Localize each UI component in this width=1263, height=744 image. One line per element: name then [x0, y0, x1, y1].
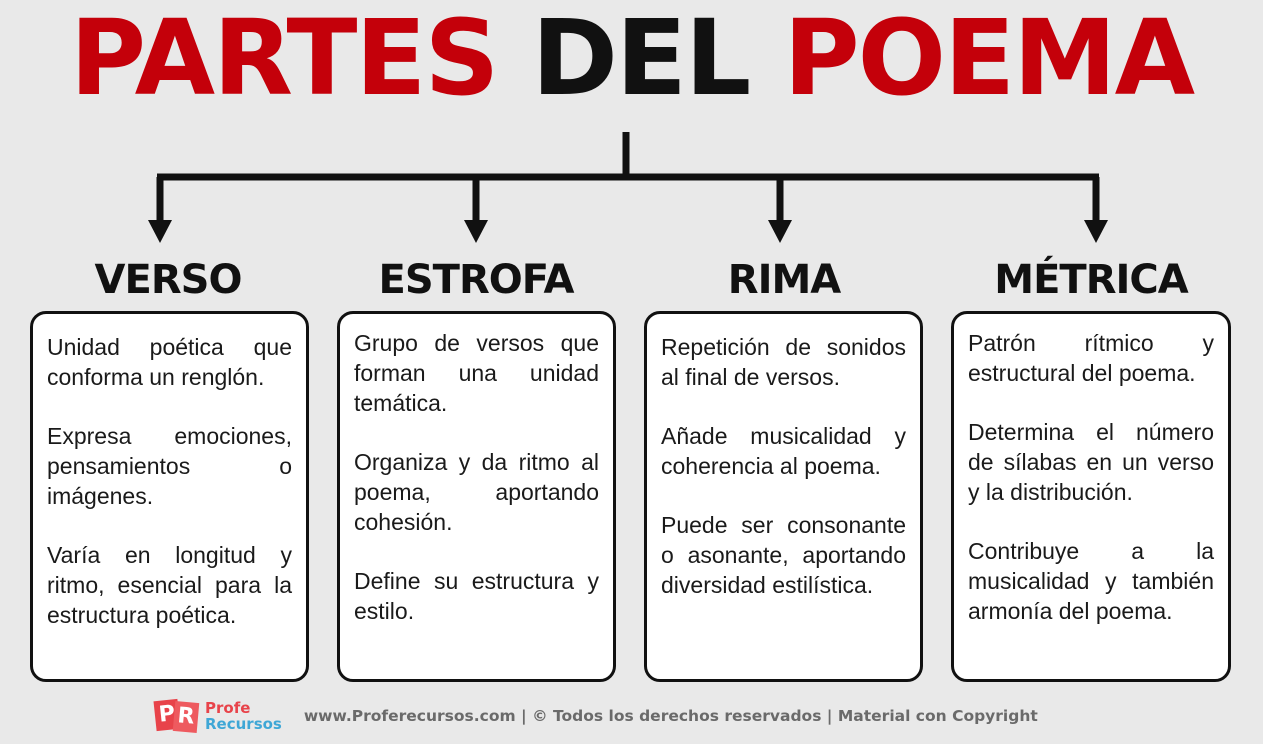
card-metrica-paragraph-3: Contribuye a la musicalidad y también ar…: [968, 538, 1214, 624]
card-verso: Unidad poética que conforma un renglón. …: [30, 311, 309, 682]
arrow-rima: [768, 177, 792, 243]
heading-metrica: MÉTRICA: [994, 257, 1188, 303]
footer: P R Profe Recursos www.Proferecursos.com…: [153, 695, 1038, 737]
card-estrofa-paragraph-2: Organiza y da ritmo al poema, aportando …: [354, 449, 599, 535]
connector-tree: [148, 132, 1108, 243]
page-title: PARTES DEL POEMA: [0, 6, 1263, 110]
heading-rima: RIMA: [727, 257, 841, 303]
heading-verso: VERSO: [94, 257, 243, 303]
logo-wordmark: Profe Recursos: [205, 700, 282, 732]
footer-copyright-text: www.Proferecursos.com | © Todos los dere…: [303, 707, 1038, 725]
card-verso-paragraph-1: Unidad poética que conforma un renglón.: [47, 334, 292, 390]
logo-wordmark-profe: Profe: [205, 699, 251, 717]
card-metrica-paragraph-1: Patrón rítmico y estructural del poema.: [968, 330, 1214, 386]
card-estrofa-paragraph-3: Define su estructura y estilo.: [354, 568, 599, 624]
logo-letter-r: R: [172, 701, 200, 733]
card-rima-paragraph-1: Repetición de sonidos al final de versos…: [661, 334, 906, 390]
heading-estrofa: ESTROFA: [378, 257, 575, 303]
title-word-partes: PARTES: [69, 0, 499, 119]
card-estrofa-paragraph-1: Grupo de versos que forman una unidad te…: [354, 330, 599, 416]
card-verso-paragraph-3: Varía en longitud y ritmo, esencial para…: [47, 542, 292, 628]
title-word-poema: POEMA: [783, 0, 1195, 119]
card-rima-paragraph-2: Añade musicalidad y coherencia al poema.: [661, 423, 906, 479]
title-word-del: DEL: [531, 0, 752, 119]
card-metrica: Patrón rítmico y estructural del poema. …: [951, 311, 1231, 682]
card-rima: Repetición de sonidos al final de versos…: [644, 311, 923, 682]
arrow-metrica: [1084, 177, 1108, 243]
logo-wordmark-recursos: Recursos: [205, 715, 282, 733]
card-metrica-paragraph-2: Determina el número de sílabas en un ver…: [968, 419, 1214, 505]
card-estrofa: Grupo de versos que forman una unidad te…: [337, 311, 616, 682]
arrow-estrofa: [464, 177, 488, 243]
card-verso-paragraph-2: Expresa emociones, pensamientos o imágen…: [47, 423, 292, 509]
proferecursos-logo-icon: P R: [153, 696, 200, 736]
arrow-verso: [148, 177, 172, 243]
card-rima-paragraph-3: Puede ser consonante o asonante, aportan…: [661, 512, 906, 598]
